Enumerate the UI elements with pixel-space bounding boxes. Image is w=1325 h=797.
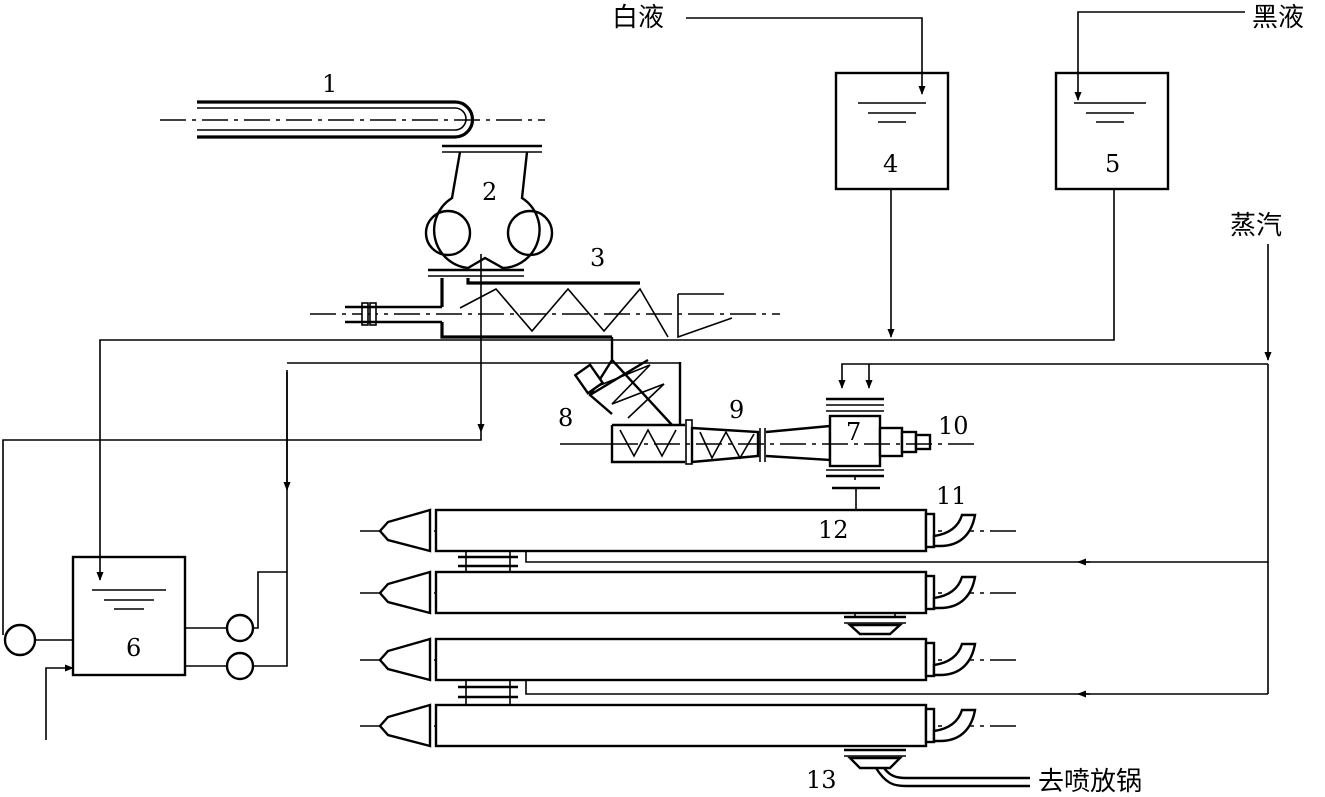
label-3: 3	[590, 244, 605, 272]
label-to-blow-tank: 去喷放锅	[1038, 767, 1142, 797]
pumps	[3, 370, 288, 681]
label-white-liquor: 白液	[612, 3, 664, 33]
label-black-liquor: 黑液	[1252, 3, 1304, 33]
label-1: 1	[322, 70, 337, 98]
digester-tubes	[360, 508, 1020, 748]
label-10: 10	[938, 412, 969, 440]
chip-meter	[424, 144, 554, 277]
label-2: 2	[482, 178, 497, 206]
white-liquor-tank	[834, 71, 950, 191]
feeder-valve	[826, 397, 932, 480]
label-9: 9	[729, 396, 744, 424]
labels: 白液 黑液 蒸汽 去喷放锅 1 2 3 4 5 6 7 8 9 10 11 12…	[126, 3, 1304, 797]
black-liquor-tank	[1054, 71, 1170, 191]
belt-conveyor	[160, 100, 545, 139]
label-11: 11	[936, 482, 967, 510]
label-5: 5	[1105, 150, 1120, 178]
label-4: 4	[883, 150, 898, 178]
steaming-screw	[310, 278, 780, 339]
discharge-device	[844, 748, 1030, 788]
liquor-storage-tank	[71, 555, 187, 677]
label-steam: 蒸汽	[1230, 211, 1282, 241]
label-12: 12	[818, 516, 849, 544]
taper-feeder	[685, 419, 832, 465]
label-13: 13	[806, 766, 837, 794]
tube-connectors	[458, 486, 906, 705]
label-7: 7	[846, 418, 861, 446]
flow-lines	[2, 11, 1272, 740]
label-6: 6	[126, 634, 141, 662]
label-8: 8	[558, 404, 573, 432]
